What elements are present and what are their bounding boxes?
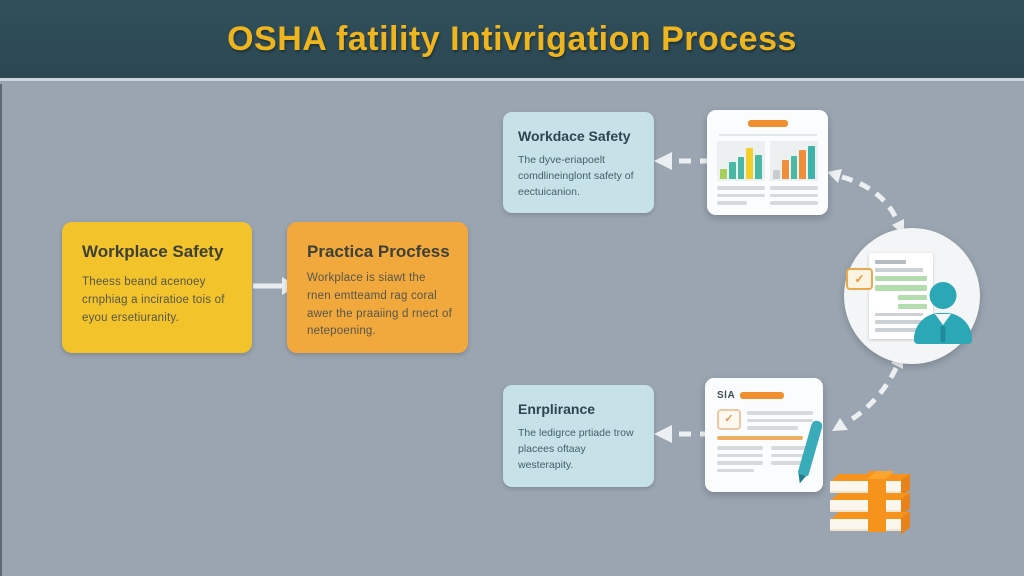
flow-box-title: Practica Procfess [307, 242, 450, 261]
flow-box-body: Workplace is siawt the rnen emtteamd rag… [307, 272, 452, 338]
signed-document-with-pen-icon: SlA ✓ [705, 378, 824, 492]
document-label: SlA [717, 390, 736, 401]
report-text-lines [717, 186, 765, 205]
header-bar: OSHA fatility Intivrigation Process [0, 0, 1024, 81]
document-header: SlA [717, 390, 813, 401]
info-box-workdace-safety: Workdace Safety The dyve-eriapoelt comdl… [503, 112, 654, 213]
bar-chart-report-icon [707, 110, 828, 215]
info-box-title: Enrplirance [518, 401, 596, 417]
flow-box-title: Workplace Safety [82, 242, 224, 261]
report-chart-right [770, 141, 818, 205]
info-box-body: The dyve-eriapoelt comdlineinglont safet… [518, 154, 634, 198]
flow-box-workplace-safety: Workplace Safety Theess beand acenoey cr… [62, 222, 252, 353]
report-chart-panels [717, 141, 818, 205]
report-text-lines [770, 186, 818, 205]
info-box-body: The ledigrce prtiade trow placees oftaay… [518, 427, 634, 471]
info-box-enrplirance: Enrplirance The ledigrce prtiade trow pl… [503, 385, 654, 487]
document-title-bar [740, 392, 785, 399]
arrow-left-dashed-bottom-icon [654, 425, 712, 443]
approval-check-badge-icon: ✓ [846, 268, 873, 290]
report-divider [718, 134, 817, 136]
check-seal-icon: ✓ [717, 409, 741, 430]
highlighted-text-line [717, 436, 803, 440]
inspector-reviewing-checked-document-icon: ✓ [844, 228, 980, 364]
document-columns [717, 446, 813, 472]
curved-dashed-arrow-top-icon [827, 169, 904, 235]
page-title: OSHA fatility Intivrigation Process [227, 19, 797, 58]
left-edge-shadow [0, 84, 2, 576]
mini-bar-chart-left [717, 141, 765, 181]
document-badge-row: ✓ [717, 409, 813, 430]
info-box-title: Workdace Safety [518, 128, 631, 144]
mini-bar-chart-right [770, 141, 818, 181]
flow-box-body: Theess beand acenoey crnphiag a incirati… [82, 276, 225, 324]
report-title-bar [747, 120, 788, 127]
document-text-lines [747, 411, 813, 430]
report-chart-left [717, 141, 765, 205]
curved-dashed-arrow-bottom-icon [832, 353, 903, 431]
person-icon [914, 282, 972, 344]
flow-box-practica-process: Practica Procfess Workplace is siawt the… [287, 222, 468, 353]
stack-of-orange-books-icon [828, 468, 914, 536]
arrow-left-dashed-top-icon [654, 152, 712, 170]
